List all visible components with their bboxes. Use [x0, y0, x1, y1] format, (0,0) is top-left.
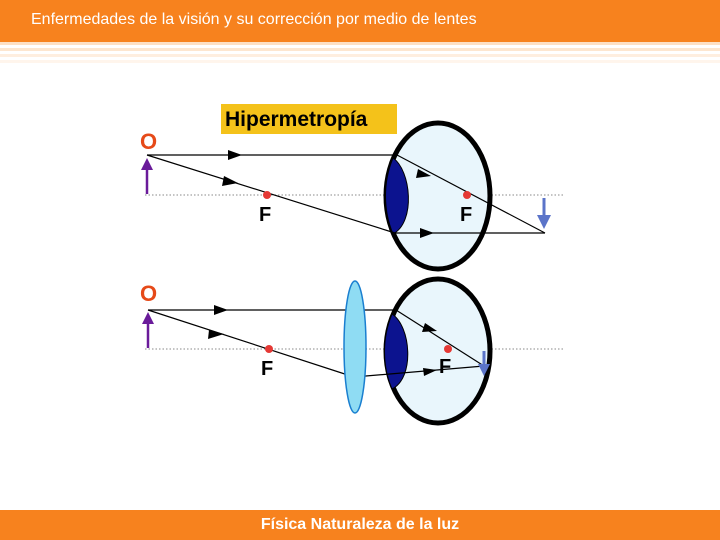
top-refracted-ray — [396, 154, 546, 234]
top-ray-arrowhead — [222, 176, 238, 186]
top-focus-outside — [263, 191, 271, 199]
bottom-refracted-ray — [395, 309, 485, 367]
converging-lens-icon — [343, 280, 367, 414]
bottom-ray-arrowhead — [208, 330, 224, 339]
top-image-arrowhead — [537, 215, 551, 229]
top-diagram: O F F — [140, 120, 565, 272]
top-ray-arrowhead — [228, 150, 242, 160]
heading-box — [221, 104, 397, 134]
bottom-image-arrowhead — [478, 364, 490, 376]
bottom-eye-lens — [384, 313, 409, 390]
top-focus-outside-label: F — [259, 204, 271, 226]
header-stripes — [0, 42, 720, 66]
footer-bar: Física Naturaleza de la luz — [0, 510, 720, 540]
header-bar: Enfermedades de la visión y su correcció… — [0, 0, 720, 42]
top-eye-lens — [385, 157, 409, 235]
top-ray-arrowhead — [420, 228, 434, 238]
bottom-ray-arrowhead — [214, 305, 228, 315]
bottom-diagram: O F F — [140, 276, 565, 426]
bottom-central-ray-inside — [353, 365, 485, 378]
slide-title: Enfermedades de la visión y su correcció… — [31, 11, 477, 28]
bottom-focus-inside-label: F — [439, 356, 451, 378]
top-focus-inside — [463, 191, 471, 199]
bottom-focus-outside — [265, 345, 273, 353]
top-object-label: O — [140, 129, 157, 154]
top-focus-inside-label: F — [460, 204, 472, 226]
bottom-object-arrowhead — [142, 312, 154, 324]
top-central-ray — [146, 154, 396, 234]
bottom-ray-arrowhead — [422, 323, 437, 332]
footer-text: Física Naturaleza de la luz — [260, 516, 460, 533]
bottom-object-label: O — [140, 281, 157, 306]
bottom-focus-outside-label: F — [261, 358, 273, 380]
diagram-heading: Hipermetropía — [225, 108, 368, 131]
bottom-ray-arrowhead — [423, 368, 437, 376]
top-object-arrowhead — [141, 158, 153, 170]
bottom-focus-inside — [444, 345, 452, 353]
bottom-central-ray — [147, 309, 355, 378]
top-ray-arrowhead — [416, 169, 431, 178]
